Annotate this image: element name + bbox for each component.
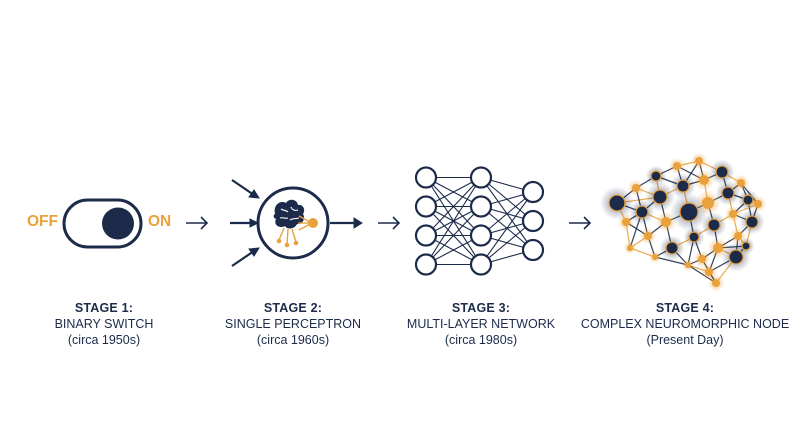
brain-network-node xyxy=(754,200,762,208)
network-node xyxy=(469,166,493,189)
stage4-title: STAGE 4: xyxy=(655,301,715,315)
network-node xyxy=(469,195,493,218)
brain-network-node xyxy=(608,194,626,212)
brain-network-node xyxy=(695,157,703,165)
stage2-name: SINGLE PERCEPTRON xyxy=(224,317,362,331)
network-node xyxy=(414,195,438,218)
brain-network-node xyxy=(627,245,633,251)
network-node xyxy=(521,209,545,233)
stage3-title: STAGE 3: xyxy=(451,301,511,315)
stage4-era: (Present Day) xyxy=(646,333,724,347)
brain-network-node xyxy=(712,279,720,287)
network-node xyxy=(414,224,438,247)
neural-network-icon xyxy=(414,166,545,276)
brain-network-node xyxy=(741,241,751,251)
network-edge xyxy=(425,177,482,265)
network-node xyxy=(521,238,545,262)
network-edge xyxy=(480,191,534,265)
brain-network-node xyxy=(699,175,709,185)
network-node xyxy=(521,180,545,204)
network-node xyxy=(469,253,493,276)
stage4-caption: STAGE 4: COMPLEX NEUROMORPHIC NODE (Pres… xyxy=(580,300,790,348)
stage3-era: (circa 1980s) xyxy=(444,333,518,347)
brain-network-node xyxy=(679,202,699,222)
brain-icon xyxy=(273,199,305,229)
stage2-era: (circa 1960s) xyxy=(256,333,330,347)
brain-network-icon xyxy=(600,152,767,292)
brain-network-node xyxy=(635,205,649,219)
brain-network-node xyxy=(707,218,721,232)
brain-network-node xyxy=(676,179,690,193)
stage1-title: STAGE 1: xyxy=(74,301,134,315)
brain-network-node xyxy=(665,241,679,255)
stage1-caption: STAGE 1: BINARY SWITCH (circa 1950s) xyxy=(40,300,168,348)
brain-network-node xyxy=(728,249,744,265)
brain-network-node xyxy=(650,170,662,182)
brain-network-node xyxy=(698,255,706,263)
brain-network-node xyxy=(715,165,729,179)
brain-network-node xyxy=(673,162,681,170)
brain-network-node xyxy=(652,254,658,260)
network-node xyxy=(469,224,493,247)
network-edge xyxy=(425,206,482,265)
brain-network-node xyxy=(742,194,754,206)
stage1-era: (circa 1950s) xyxy=(67,333,141,347)
perceptron-icon xyxy=(230,179,363,267)
off-label: OFF xyxy=(27,213,58,230)
stage2-caption: STAGE 2: SINGLE PERCEPTRON (circa 1960s) xyxy=(213,300,373,348)
network-node xyxy=(414,166,438,189)
on-label: ON xyxy=(148,213,172,230)
arrow-right-icon xyxy=(186,216,209,230)
stage2-title: STAGE 2: xyxy=(263,301,323,315)
arrow-right-icon xyxy=(569,216,592,230)
arrow-right-icon xyxy=(378,216,401,230)
brain-network-node xyxy=(622,218,630,226)
brain-network-node xyxy=(745,215,759,229)
stage4-name: COMPLEX NEUROMORPHIC NODE xyxy=(580,317,790,331)
network-edge xyxy=(425,177,482,236)
brain-network-node xyxy=(702,197,714,209)
brain-network-node xyxy=(652,189,668,205)
stage3-name: MULTI-LAYER NETWORK xyxy=(406,317,556,331)
stage3-caption: STAGE 3: MULTI-LAYER NETWORK (circa 1980… xyxy=(400,300,562,348)
brain-network-node xyxy=(729,210,737,218)
network-edge xyxy=(480,191,534,236)
brain-network-node xyxy=(661,217,671,227)
brain-network-node xyxy=(644,232,652,240)
brain-network-node xyxy=(685,262,691,268)
brain-network-node xyxy=(688,231,700,243)
brain-network-node xyxy=(737,179,745,187)
toggle-switch-icon xyxy=(62,198,143,249)
brain-network-node xyxy=(705,268,713,276)
network-node xyxy=(414,253,438,276)
stage1-name: BINARY SWITCH xyxy=(54,317,154,331)
brain-network-node xyxy=(721,186,735,200)
network-edge xyxy=(480,220,534,265)
brain-network-node xyxy=(713,243,723,253)
brain-network-node xyxy=(734,232,742,240)
brain-network-node xyxy=(632,184,640,192)
